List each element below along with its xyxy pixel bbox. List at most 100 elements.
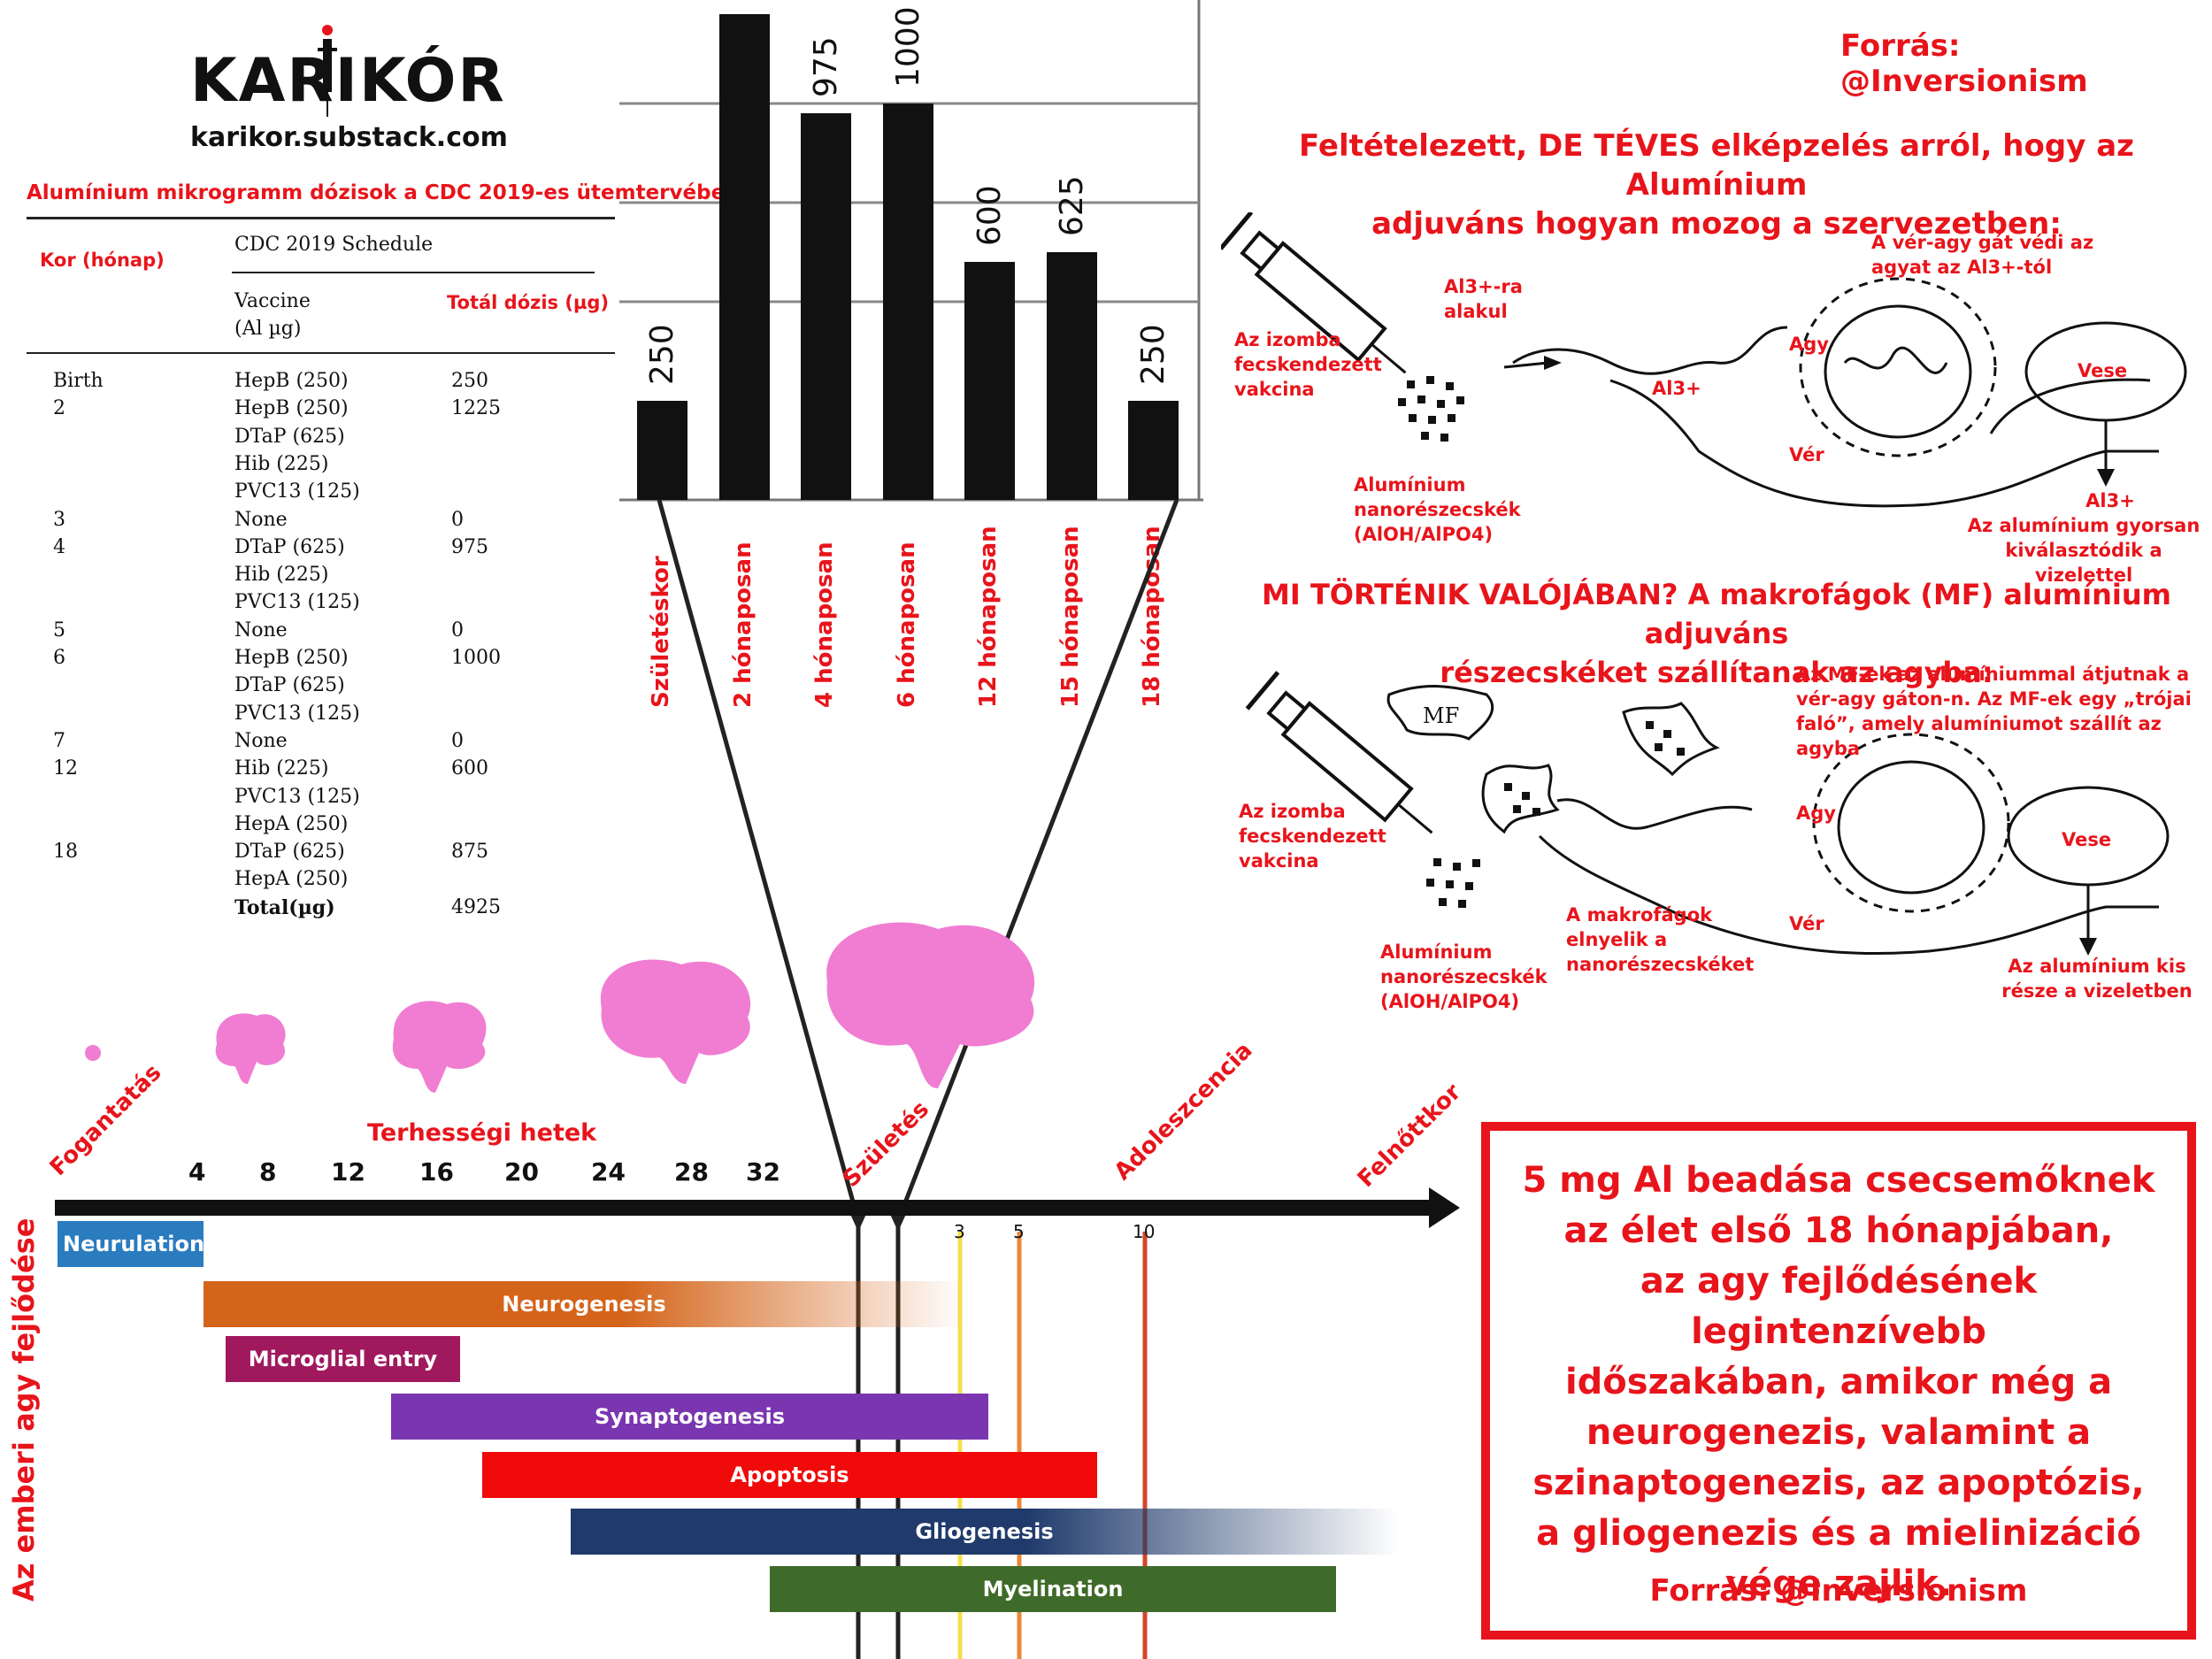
table-cell-age: 3 (53, 508, 65, 531)
table-total-label: Total(µg) (234, 895, 335, 919)
summary-line: vége zajlik. (1724, 1563, 1953, 1604)
diagram2-title: MI TÖRTÉNIK VALÓJÁBAN? A makrofágok (MF)… (1221, 575, 2212, 692)
phase-bar: Apoptosis (482, 1452, 1097, 1498)
bar (882, 104, 933, 500)
table-cell-vaccine: DTaP (625) (234, 841, 345, 864)
brand-url: karikor.substack.com (190, 122, 508, 153)
phase-bar: Gliogenesis (571, 1509, 1398, 1555)
table-caption: Alumínium mikrogramm dózisok a CDC 2019-… (27, 181, 740, 204)
col-total-header: Totál dózis (µg) (447, 292, 610, 313)
table-cell-age: 7 (53, 729, 65, 752)
table-cell-vaccine: DTaP (625) (234, 535, 345, 558)
table-cell-total: 975 (451, 535, 488, 558)
col-vaccine-unit: (Al µg) (234, 318, 302, 340)
diagram2-macrophage: A makrofágok elnyelik a nanorészecskéket (1566, 904, 1755, 975)
week-tick-label: 32 (746, 1157, 780, 1187)
phase-bar-label: Gliogenesis (915, 1519, 1054, 1544)
diagram1-blood: Vér (1789, 444, 1824, 465)
diagram1-bbb: A vér-agy gát védi az agyat az Al3+-tól (1871, 232, 2094, 278)
table-cell-total: 0 (451, 729, 464, 752)
diagram2-brain: Agy (1796, 803, 1836, 824)
bar (718, 14, 770, 500)
table-cell-vaccine: HepB (250) (234, 397, 349, 420)
diagram1-illustration (1221, 212, 2187, 508)
table-cell-age: 2 (53, 397, 65, 420)
summary-line: neurogenezis, valamint a (1586, 1412, 2092, 1453)
table-rule-top (27, 217, 615, 219)
table-cell-total: 875 (451, 841, 488, 864)
brain-icon (1837, 760, 1985, 895)
diagram2-injection: Az izomba fecskendezett vakcina (1239, 801, 1386, 872)
diagram2-title-line2: részecskéket szállítanak az agyba: (1440, 656, 1993, 689)
phase-bar-label: Synaptogenesis (595, 1404, 785, 1429)
brand-title: KARIKÓR (190, 46, 506, 116)
phase-bar-label: Apoptosis (730, 1463, 849, 1487)
nanoparticles-icon (1398, 376, 1464, 442)
brain-growth-illustration (85, 922, 1035, 1093)
phase-bar-label: Myelination (982, 1577, 1124, 1601)
table-cell-age: 12 (53, 757, 78, 780)
brain-icon (600, 959, 751, 1084)
table-cell-total: 0 (451, 508, 464, 531)
brain-icon (826, 922, 1035, 1088)
nanoparticles-icon (1426, 721, 1685, 908)
diagram2-nanoparticles: Alumínium nanorészecskék (AlOH/AlPO4) (1380, 941, 1548, 1012)
table-cell-vaccine: None (234, 729, 288, 752)
phase-bar: Synaptogenesis (391, 1394, 988, 1440)
table-cell-age: 5 (53, 618, 65, 641)
syringe-icon (1245, 671, 1433, 834)
brain-icon (1824, 304, 1972, 439)
brain-icon (215, 1013, 286, 1084)
table-cell-vaccine: HepB (250) (234, 370, 349, 392)
table-cell-vaccine: PVC13 (125) (234, 480, 360, 503)
brain-icon (85, 1045, 101, 1061)
phase-bar: Neurogenesis (204, 1281, 964, 1327)
summary-line: 5 mg Al beadása csecsemőknek (1522, 1160, 2155, 1201)
phase-bar: Neurulation (58, 1221, 204, 1267)
year-mark-3: 3 (954, 1221, 965, 1242)
week-tick-label: 16 (419, 1157, 454, 1187)
table-cell-vaccine: PVC13 (125) (234, 785, 360, 808)
table-cell-age: 6 (53, 647, 65, 669)
bar (637, 401, 687, 500)
diagram2-mf-note: Az MF-ek az alumíniummal átjutnak a vér-… (1796, 664, 2192, 759)
summary-line: a gliogenezis és a mielinizáció (1536, 1513, 2141, 1554)
summary-box: 5 mg Al beadása csecsemőknek az élet első… (1481, 1122, 2196, 1640)
diagram1-injection: Az izomba fecskendezett vakcina (1234, 329, 1382, 400)
table-cell-vaccine: PVC13 (125) (234, 591, 360, 614)
table-total-value: 4925 (451, 895, 501, 918)
group-header: CDC 2019 Schedule (234, 234, 434, 256)
table-cell-vaccine: HepA (250) (234, 868, 349, 891)
diagram2-title-line1: MI TÖRTÉNIK VALÓJÁBAN? A makrofágok (MF)… (1262, 578, 2171, 650)
diagram2-illustration (1245, 671, 2170, 956)
bar (801, 113, 851, 500)
table-cell-vaccine: PVC13 (125) (234, 702, 360, 725)
diagram1-brain: Agy (1789, 334, 1829, 355)
brain-icon (392, 1001, 487, 1093)
table-cell-vaccine: None (234, 508, 288, 531)
diagram2-mf: MF (1423, 703, 1460, 728)
diagram1-excretion: Az alumínium gyorsan kiválasztódik a viz… (1967, 515, 2200, 586)
diagram2-blood: Vér (1789, 913, 1824, 934)
diagram2-urine: Az alumínium kis része a vizeletben (2001, 956, 2193, 1002)
macrophage-icon (1481, 764, 1560, 834)
year-mark-5: 5 (1013, 1221, 1025, 1242)
table-cell-total: 600 (451, 757, 488, 780)
table-cell-vaccine: DTaP (625) (234, 425, 345, 448)
phase-bar-label: Neurulation (63, 1232, 205, 1256)
table-cell-vaccine: Hib (225) (234, 452, 329, 475)
table-cell-vaccine: Hib (225) (234, 564, 329, 587)
phase-bar-label: Microglial entry (248, 1347, 438, 1371)
week-tick-label: 4 (188, 1157, 206, 1187)
summary-line: az élet első 18 hónapjában, (1563, 1210, 2114, 1251)
year-mark-10: 10 (1133, 1221, 1156, 1242)
phase-bar: Microglial entry (226, 1336, 460, 1382)
week-tick-label: 28 (674, 1157, 709, 1187)
bbb-icon (1799, 277, 1997, 457)
table-cell-vaccine: None (234, 618, 288, 641)
table-cell-vaccine: HepB (250) (234, 647, 349, 669)
summary-line: szinaptogenezis, az apoptózis, (1532, 1463, 2145, 1503)
diagram1-title: Feltételezett, DE TÉVES elképzelés arról… (1221, 127, 2212, 243)
col-vaccine-header: Vaccine (234, 290, 311, 312)
week-tick-label: 24 (591, 1157, 626, 1187)
